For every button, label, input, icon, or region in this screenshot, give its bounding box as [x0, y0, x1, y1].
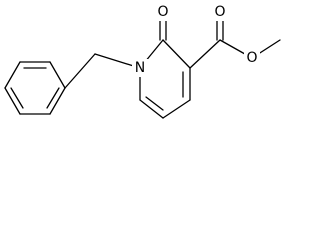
bond-ph-3 [49, 61, 66, 89]
atom-label-o-ring-carbonyl: O [157, 4, 168, 20]
bond-c5-c6 [139, 99, 164, 119]
bond-ph-1 [4, 61, 21, 89]
bond-ph-inner-3 [10, 87, 24, 109]
bond-c2-c3 [162, 39, 191, 69]
molecule-diagram: N O O O [0, 0, 288, 132]
bond-ph-ch2 [64, 53, 96, 89]
atom-n: N [132, 59, 148, 77]
pyridinone-ring [139, 39, 191, 119]
bond-c5-c6-inner [145, 96, 164, 111]
structure-canvas: N O O O [4, 3, 281, 119]
atom-label-o-ester-ether: O [246, 50, 257, 66]
atom-o-ester-carbonyl: O [212, 3, 228, 21]
phenyl-ring [4, 61, 66, 115]
bond-c3-cester [189, 39, 221, 69]
bond-c4-c5 [162, 99, 191, 119]
bond-ph-6 [4, 87, 21, 115]
atom-label-n: N [135, 60, 145, 76]
atom-o-ester-ether: O [244, 49, 260, 67]
atom-label-o-ester-carbonyl: O [214, 4, 225, 20]
bond-ph-inner-2 [46, 87, 60, 109]
bond-ph-4 [49, 87, 66, 115]
atom-o-ring-carbonyl: O [155, 3, 171, 21]
